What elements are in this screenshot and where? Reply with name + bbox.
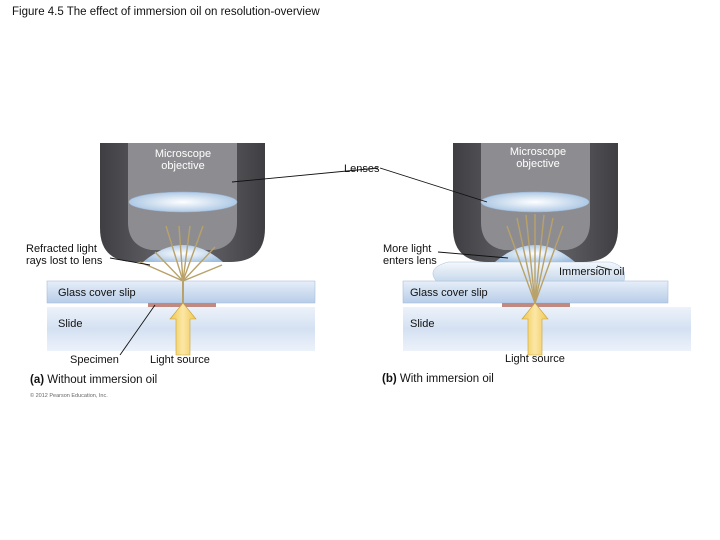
glass-cover-slip-label-right: Glass cover slip <box>410 287 488 299</box>
microscope-objective-label-left: Microscope objective <box>154 148 212 172</box>
caption-b-text: With immersion oil <box>399 373 494 385</box>
lenses-label: Lenses <box>344 163 380 175</box>
panel-a <box>46 143 316 356</box>
lens-upper-right <box>480 191 590 213</box>
slide-label-right: Slide <box>410 318 435 330</box>
more-light-label: More light enters lens <box>383 243 437 267</box>
immersion-oil-label: Immersion oil <box>559 266 625 278</box>
caption-b-letter: (b) <box>382 373 397 385</box>
light-arrow-left <box>169 302 197 356</box>
light-source-label-left: Light source <box>150 354 210 366</box>
leader-lines <box>109 167 613 356</box>
copyright-text: © 2012 Pearson Education, Inc. <box>30 393 108 399</box>
light-source-label-right: Light source <box>505 353 565 365</box>
slide-right <box>403 307 691 351</box>
lens-lower-left <box>143 245 223 262</box>
caption-a-text: Without immersion oil <box>47 374 158 386</box>
microscope-objective-label-right: Microscope objective <box>509 146 567 170</box>
caption-a: (a) Without immersion oil <box>30 374 157 386</box>
light-arrow-right <box>521 302 549 356</box>
caption-b: (b) With immersion oil <box>382 373 494 385</box>
specimen-label: Specimen <box>70 354 119 366</box>
lens-upper-left <box>128 191 238 213</box>
caption-a-letter: (a) <box>30 374 45 386</box>
slide-label-left: Slide <box>58 318 83 330</box>
glass-cover-slip-label-left: Glass cover slip <box>58 287 136 299</box>
panel-b <box>402 143 691 356</box>
rays-right <box>506 214 564 304</box>
refracted-rays-left <box>139 225 223 303</box>
page-title: Figure 4.5 The effect of immersion oil o… <box>12 6 320 18</box>
refracted-light-label: Refracted light rays lost to lens <box>26 243 103 267</box>
